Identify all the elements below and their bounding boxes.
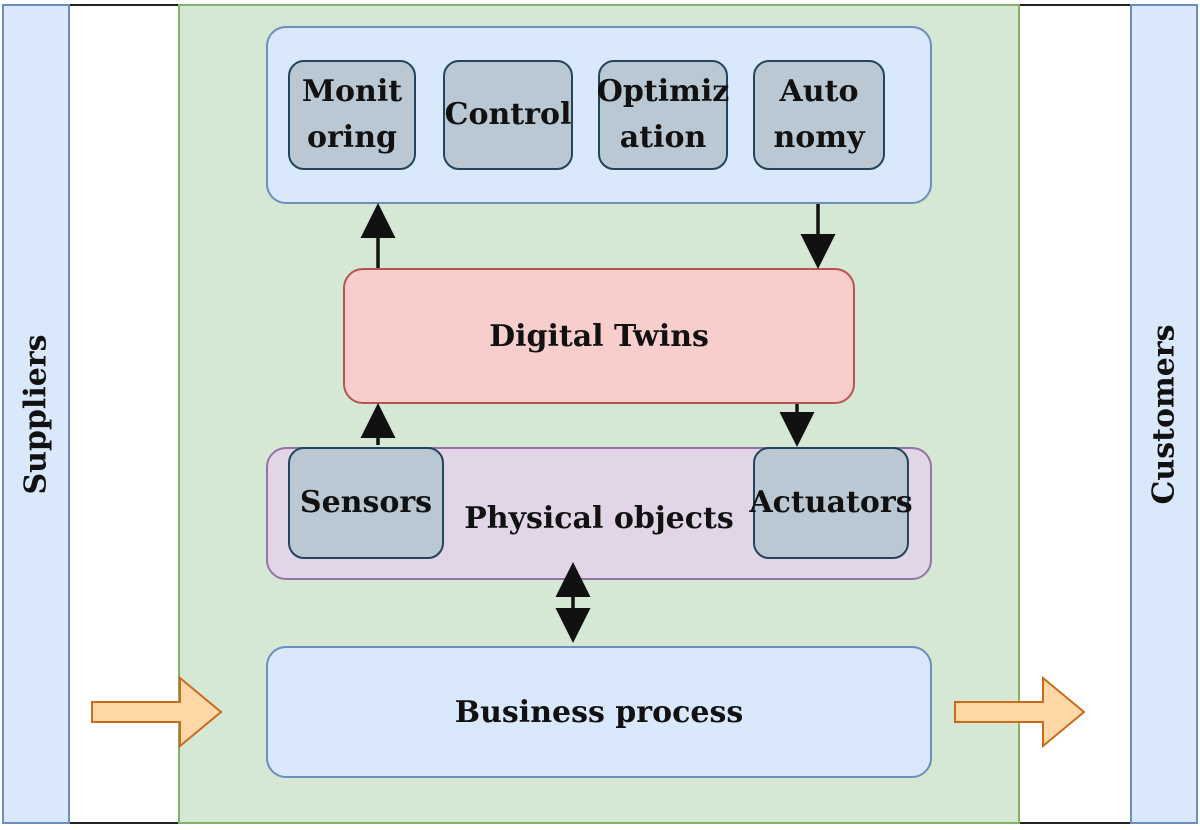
- customers-lane: Customers: [1130, 4, 1198, 824]
- inflow-arrow: [91, 675, 223, 749]
- capability-autonomy: Auto nomy: [753, 60, 885, 170]
- capability-monitoring: Monit oring: [288, 60, 416, 170]
- suppliers-lane: Suppliers: [2, 4, 70, 824]
- sensors-box: Sensors: [288, 447, 444, 559]
- digital-twins-box: Digital Twins: [343, 268, 855, 404]
- actuators-box: Actuators: [749, 447, 913, 559]
- business-process-box: Business process: [266, 646, 932, 778]
- physical-objects-label: Physical objects: [464, 501, 734, 536]
- outflow-arrow: [954, 675, 1086, 749]
- capability-optimization: Optimiz ation: [597, 60, 729, 170]
- capability-control: Control: [443, 60, 573, 170]
